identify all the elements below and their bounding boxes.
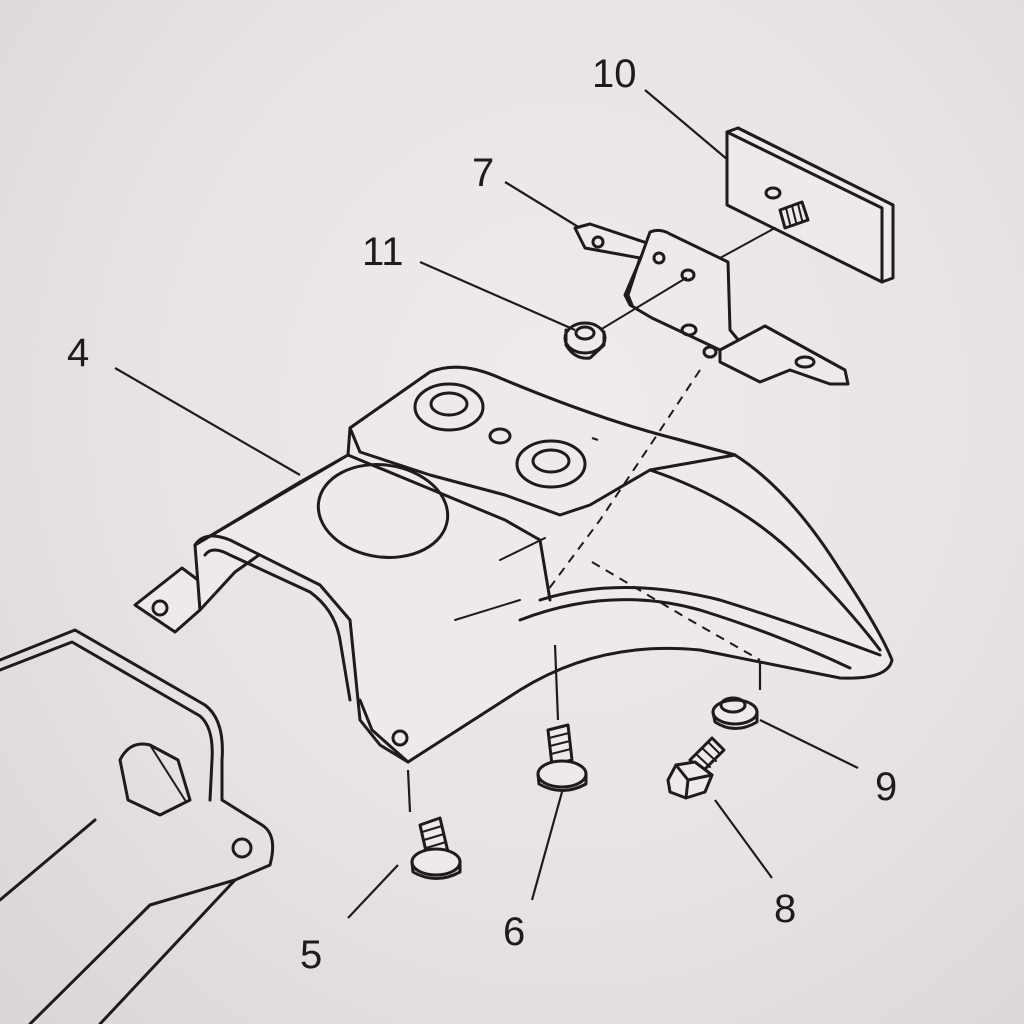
bolt-part-6 (536, 723, 588, 792)
callout-5: 5 (300, 933, 322, 977)
callout-10: 10 (592, 52, 637, 96)
assembly-guide-lines (547, 369, 761, 661)
leader-lines (114, 89, 859, 919)
callout-4: 4 (67, 331, 89, 375)
bracket-part-7 (573, 222, 850, 386)
flange-nut-part-11 (563, 321, 607, 360)
callout-6: 6 (503, 910, 525, 954)
adjacent-body-panel (0, 628, 275, 1024)
fender-part-4 (133, 365, 894, 764)
callout-7: 7 (472, 151, 494, 195)
bolt-part-5 (410, 816, 462, 880)
callout-labels: 4 11 7 10 5 6 8 9 (67, 52, 897, 977)
callout-9: 9 (875, 765, 897, 809)
rubber-pad-part-10 (719, 126, 895, 284)
callout-8: 8 (774, 887, 796, 931)
hex-bolt-part-8 (666, 736, 726, 800)
washer-nut-part-9 (711, 696, 759, 730)
callout-11: 11 (362, 230, 404, 274)
